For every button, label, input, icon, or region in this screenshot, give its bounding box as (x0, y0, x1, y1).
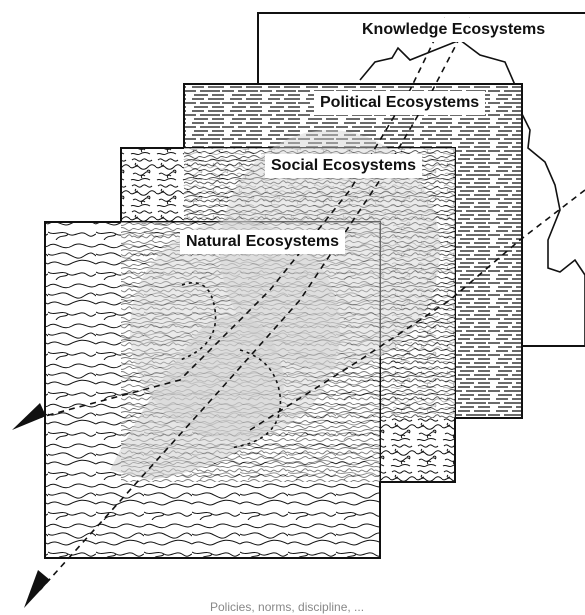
arrowheads (12, 403, 50, 608)
label-knowledge-ecosystems: Knowledge Ecosystems (356, 18, 552, 42)
bottom-caption: Policies, norms, discipline, ... (210, 600, 365, 614)
arrow-head-icon (24, 570, 50, 608)
label-social-ecosystems: Social Ecosystems (265, 154, 422, 178)
map-outline (359, 39, 585, 346)
label-political-ecosystems: Political Ecosystems (314, 91, 486, 115)
label-natural-ecosystems: Natural Ecosystems (180, 230, 345, 254)
arrow-head-icon (12, 403, 46, 430)
dotted-boundaries (179, 282, 282, 449)
